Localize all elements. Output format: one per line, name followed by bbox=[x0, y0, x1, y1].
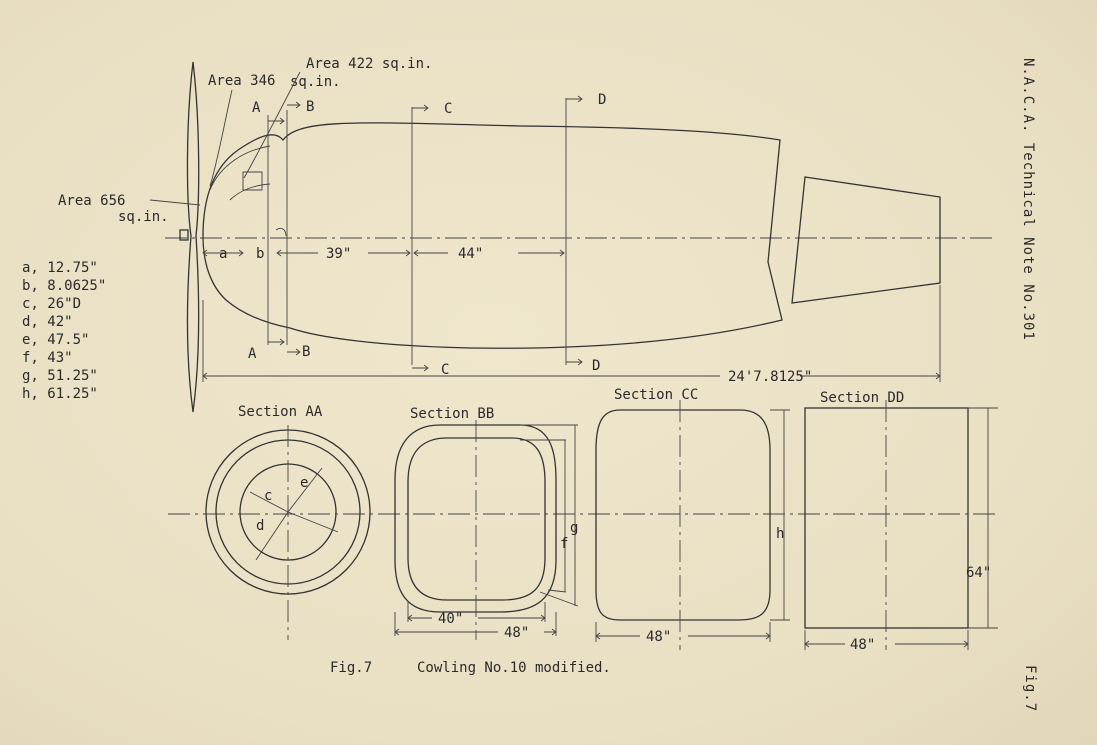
area-346-label: Area 346 bbox=[208, 73, 275, 89]
aa-c: c bbox=[264, 488, 272, 504]
mark-C-top: C bbox=[444, 101, 452, 117]
section-cc: Section CC h 48" bbox=[595, 387, 790, 650]
caption-fig: Fig.7 bbox=[330, 660, 372, 676]
engine-cylinder bbox=[242, 171, 263, 191]
dim-overall: 24'7.8125" bbox=[728, 369, 812, 385]
legend-g: g, 51.25" bbox=[22, 368, 98, 384]
legend-d: d, 42" bbox=[22, 314, 73, 330]
dim-b: b bbox=[256, 246, 264, 262]
section-bb-title: Section BB bbox=[410, 406, 494, 422]
cc-h: h bbox=[776, 526, 784, 542]
cowl-inner-lip bbox=[209, 145, 271, 191]
cowl-gap-mark bbox=[275, 227, 287, 237]
legend-c: c, 26"D bbox=[22, 296, 81, 312]
baffle-line bbox=[229, 183, 271, 201]
legend-b: b, 8.0625" bbox=[22, 278, 106, 294]
dimension-legend: a, 12.75" b, 8.0625" c, 26"D d, 42" e, 4… bbox=[22, 260, 106, 402]
legend-h: h, 61.25" bbox=[22, 386, 98, 402]
section-aa: Section AA c d e bbox=[205, 404, 371, 640]
dd-w48: 48" bbox=[850, 637, 875, 653]
caption-title: Cowling No.10 modified. bbox=[417, 660, 611, 676]
bb-w48: 48" bbox=[504, 625, 529, 641]
section-cc-title: Section CC bbox=[614, 387, 698, 403]
aa-d: d bbox=[256, 518, 264, 534]
dd-outline bbox=[804, 407, 969, 629]
cc-outline bbox=[595, 409, 771, 621]
mark-D-bottom: D bbox=[592, 358, 600, 374]
dd-h64: 64" bbox=[966, 565, 991, 581]
bb-w40: 40" bbox=[438, 611, 463, 627]
fig-tag: Fig.7 bbox=[1022, 665, 1038, 713]
legend-f: f, 43" bbox=[22, 350, 73, 366]
dim-39: 39" bbox=[326, 246, 351, 262]
area-346-unit: sq.in. bbox=[290, 74, 341, 90]
area-422-label: Area 422 sq.in. bbox=[306, 56, 432, 72]
legend-a: a, 12.75" bbox=[22, 260, 98, 276]
leader-346 bbox=[209, 89, 233, 187]
bb-g: g bbox=[570, 520, 578, 536]
aa-e: e bbox=[300, 475, 308, 491]
area-656-unit: sq.in. bbox=[118, 209, 169, 225]
mark-B-top: B bbox=[306, 99, 314, 115]
cc-w48: 48" bbox=[646, 629, 671, 645]
mark-C-bottom: C bbox=[441, 362, 449, 378]
area-656-label: Area 656 bbox=[58, 193, 125, 209]
nacelle-outline bbox=[202, 122, 783, 349]
section-bb: Section BB g f 40" 48" bbox=[394, 406, 578, 641]
figure-caption: Fig.7 Cowling No.10 modified. bbox=[330, 660, 611, 676]
mark-A-bottom: A bbox=[248, 346, 257, 362]
section-aa-title: Section AA bbox=[238, 404, 323, 420]
leader-656 bbox=[149, 199, 201, 206]
series-header: N.A.C.A. Technical Note No.301 bbox=[1020, 58, 1036, 341]
bb-outer-ring bbox=[394, 424, 557, 613]
dim-a: a bbox=[219, 246, 227, 262]
legend-e: e, 47.5" bbox=[22, 332, 89, 348]
propeller-blade bbox=[186, 61, 200, 413]
dim-44: 44" bbox=[458, 246, 483, 262]
propeller-hub bbox=[179, 229, 189, 241]
tail-cone bbox=[791, 176, 941, 304]
bb-f: f bbox=[560, 536, 568, 552]
leader-422 bbox=[243, 71, 301, 179]
mark-A-top: A bbox=[252, 100, 261, 116]
mark-D-top: D bbox=[598, 92, 606, 108]
side-view: A B C D A B C D Area 422 sq.in. Area 346… bbox=[58, 56, 995, 413]
section-dd: Section DD 64" 48" bbox=[804, 390, 998, 653]
bb-inner-ring bbox=[407, 437, 546, 601]
mark-B-bottom: B bbox=[302, 344, 310, 360]
section-dd-title: Section DD bbox=[820, 390, 904, 406]
